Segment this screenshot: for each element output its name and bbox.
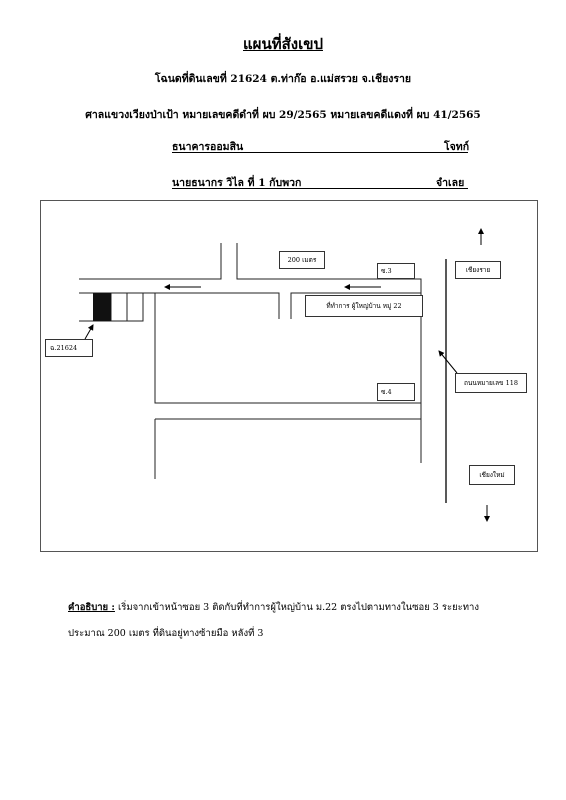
plaintiff-role: โจทก์ [444,141,470,153]
distance-box: 200 เมตร [279,251,325,269]
chiangmai-box: เชียงใหม่ [469,465,515,485]
road-right-upper [236,243,422,463]
plaintiff-underline [172,152,468,153]
defendant-name: นายธนากร วิไล ที่ 1 กับพวก [172,177,302,189]
sketch-map: 200 เมตร ซ.3 ที่ทำการ ผู้ใหญ่บ้าน หมู่ 2… [40,200,538,552]
deed-line: โฉนดที่ดินเลขที่ 21624 ต.ท่าก๊อ อ.แม่สรว… [154,73,412,85]
arrow-highway [438,350,458,374]
description-line-2: ประมาณ 200 เมตร ที่ดินอยู่ทางซ้ายมือ หลั… [68,628,264,639]
chiangrai-box: เชียงราย [455,261,501,279]
plaintiff-name: ธนาคารออมสิน [172,141,244,153]
description-heading: คำอธิบาย : [68,602,115,613]
parcel-label-box: ฉ.21624 [45,339,93,357]
soi3-lower-left [79,292,280,319]
defendant-role: จำเลย [436,177,465,189]
soi3-box: ซ.3 [377,263,415,279]
soi4-box: ซ.4 [377,383,415,401]
page-title: แผนที่สังเขป [243,35,323,53]
court-case-line: ศาลแขวงเวียงป่าเป้า หมายเลขคดีดำที่ ผบ 2… [85,109,481,121]
description-text-1: เริ่มจากเข้าหน้าซอย 3 ติดกับที่ทำการผู้ใ… [117,602,479,613]
description-line-1: คำอธิบาย : เริ่มจากเข้าหน้าซอย 3 ติดกับท… [68,600,479,615]
highway-label-box: ถนนหมายเลข 118 [455,373,527,393]
road-left-upper [79,243,222,280]
target-parcel [93,293,111,321]
soi3-lower-right [290,292,421,319]
parcel-dividers [110,293,128,321]
arrow-parcel [84,324,94,340]
village-office-box: ที่ทำการ ผู้ใหญ่บ้าน หมู่ 22 [305,295,423,317]
defendant-underline [172,188,468,189]
map-drawing [79,228,490,522]
block-outline [154,293,421,404]
